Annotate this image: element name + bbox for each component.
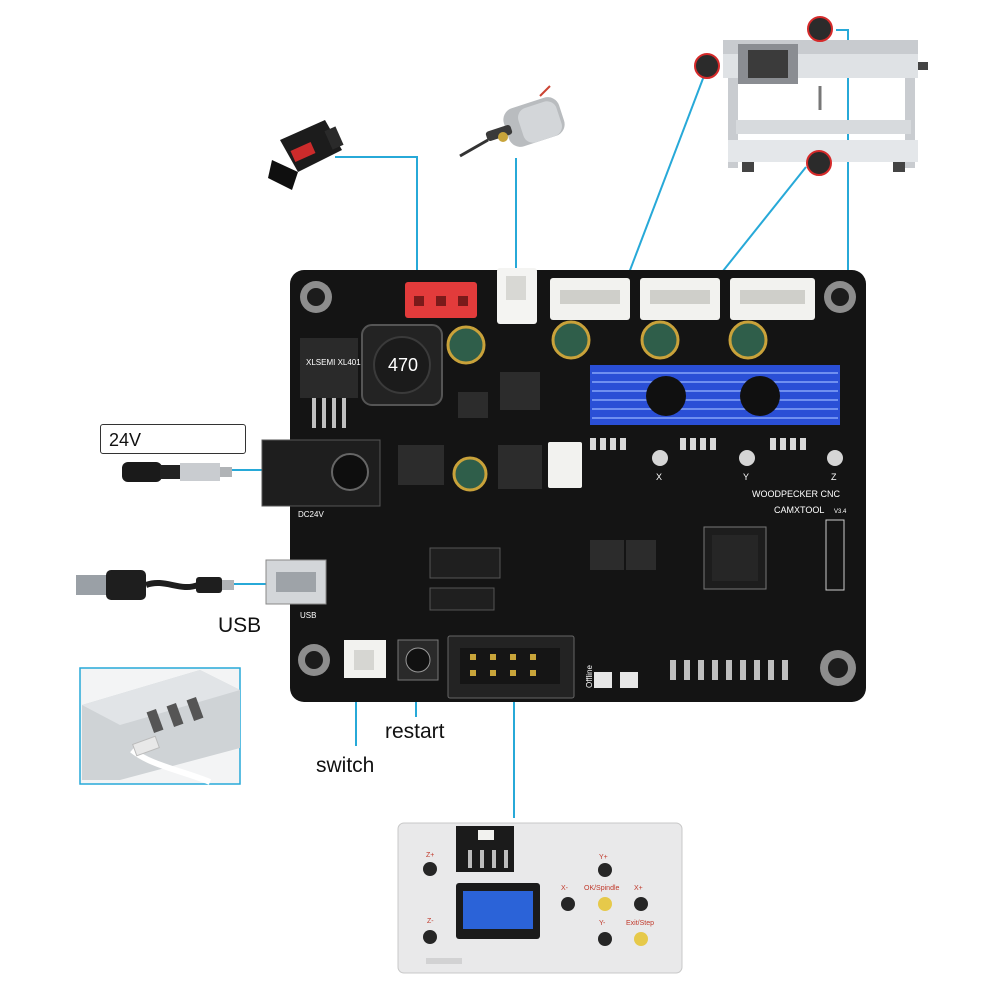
z-minus-label: Z- [427,918,434,925]
inductor-text: 470 [388,355,418,375]
y-plus-label: Y+ [599,854,608,861]
board-version: V3.4 [834,509,847,515]
axis-x-label: X [656,472,662,482]
x-minus-button [561,897,575,911]
z-motor-highlight [807,16,833,42]
laser-module [268,120,344,190]
heatsink [590,365,840,425]
y-minus-button [598,932,612,946]
brand-line-1: WOODPECKER CNC [752,489,841,499]
dc-label: DC24V [298,510,324,519]
axis-y-label: Y [743,472,749,482]
power-label: 24V [100,424,246,454]
usb-board-label: USB [300,611,316,620]
brand-line-2: CAMXTOOL [774,505,824,515]
z-plus-button [423,862,437,876]
y-plus-button [598,863,612,877]
x-plus-label: X+ [634,885,643,892]
spindle-motor [459,85,565,158]
switch-label: switch [316,754,375,777]
x-plus-button [634,897,648,911]
exit-step-label: Exit/Step [626,920,654,927]
controller-board: XLSEMI XL4015E1 470 [261,268,866,702]
axis-z-label: Z [831,472,837,482]
power-plug [122,462,232,482]
regulator-chip [300,338,358,398]
x-minus-label: X- [561,885,569,892]
offline-controller: Z+ Z- Y+ X- OK/Spindle X+ Y- Exit/Step [397,822,683,974]
z-minus-button [423,930,437,944]
y-motor-connection-line [710,166,807,287]
laptop-inset [79,667,241,785]
usb-cable [76,570,234,600]
restart-label: restart [385,720,445,743]
x-motor-highlight [694,53,720,79]
usb-label: USB [218,614,262,637]
cnc-machine [694,16,928,176]
laser-connection-line [335,156,418,282]
regulator-text: XLSEMI XL4015E1 [306,358,375,367]
y-motor-highlight [806,150,832,176]
y-minus-label: Y- [599,920,606,927]
ok-spindle-label: OK/Spindle [584,885,620,892]
offline-label: Offline [585,664,594,688]
x-motor-connection-line [623,67,708,287]
z-plus-label: Z+ [426,852,434,859]
capacitors [446,320,768,492]
ok-spindle-button [598,897,612,911]
exit-step-button [634,932,648,946]
